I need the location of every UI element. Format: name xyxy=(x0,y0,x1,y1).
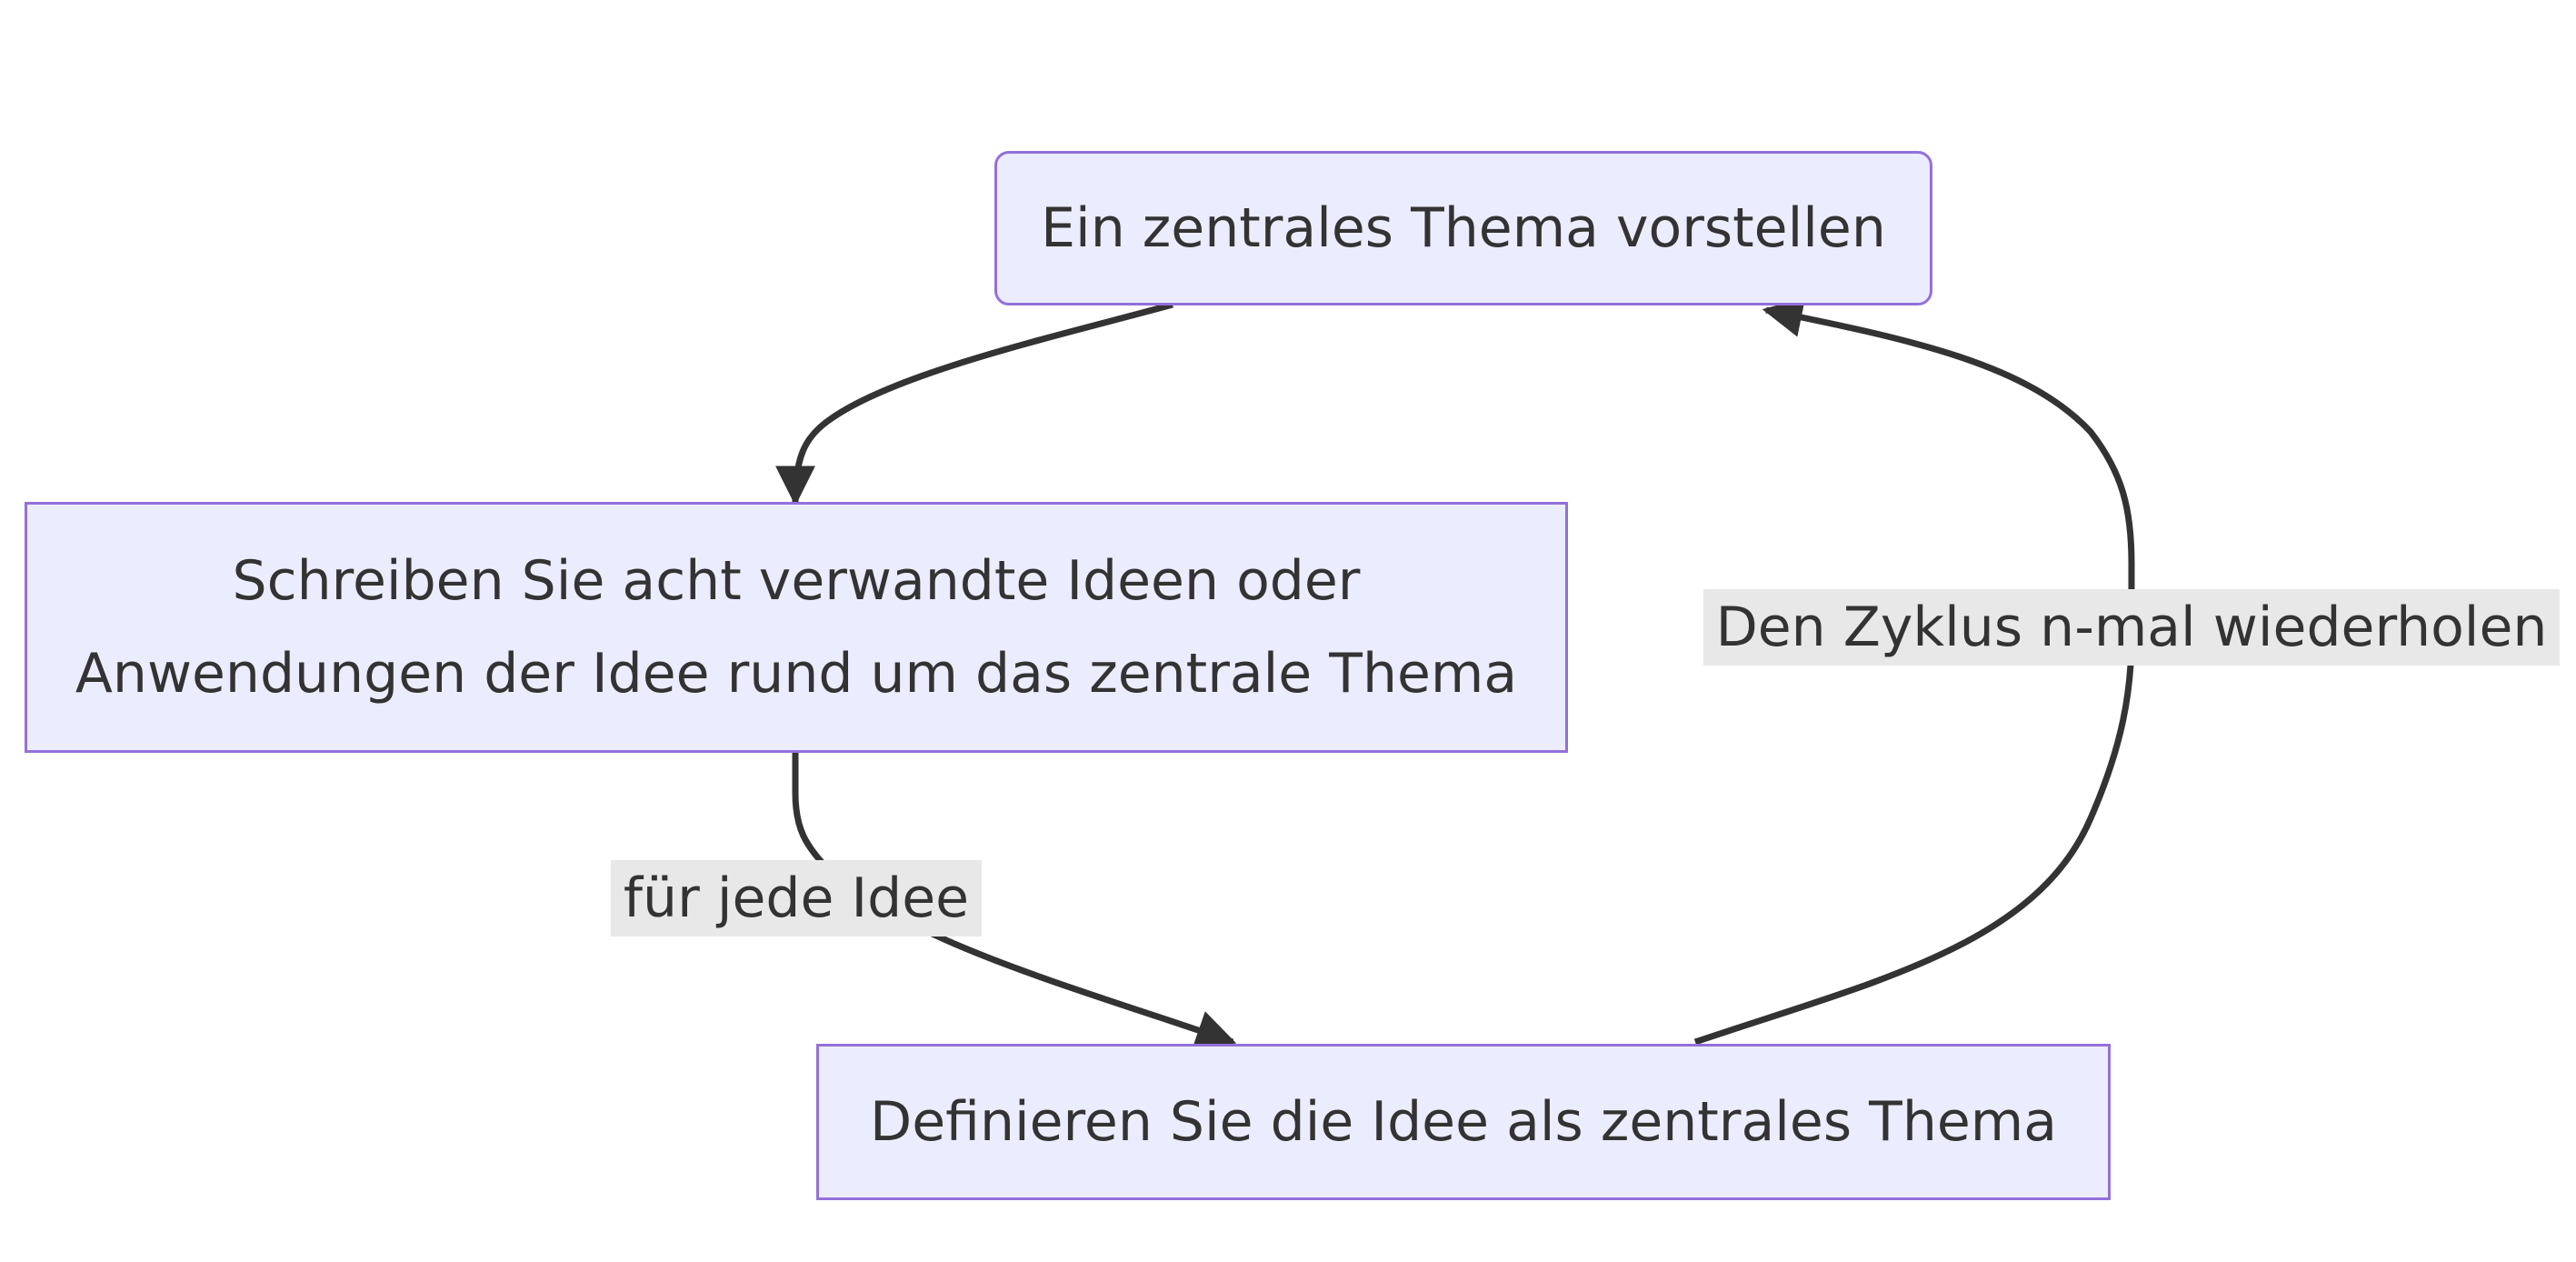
node-write-label-line-2: Anwendungen der Idee rund um das zentral… xyxy=(75,642,1518,706)
node-write[interactable]: Schreiben Sie acht verwandte Ideen oder … xyxy=(25,502,1568,753)
node-define-label: Definieren Sie die Idee als zentrales Th… xyxy=(870,1090,2057,1154)
node-intro[interactable]: Ein zentrales Thema vorstellen xyxy=(994,151,1932,305)
node-intro-label: Ein zentrales Thema vorstellen xyxy=(1041,196,1886,260)
edge-label-fuer-jede-idee: für jede Idee xyxy=(611,860,982,936)
edge-label-zyklus-wiederholen: Den Zyklus n-mal wiederholen xyxy=(1703,589,2560,666)
node-define[interactable]: Definieren Sie die Idee als zentrales Th… xyxy=(816,1044,2111,1200)
node-write-label-line-1: Schreiben Sie acht verwandte Ideen oder xyxy=(232,549,1361,613)
edge-define-to-intro xyxy=(1693,297,2135,1046)
edge-intro-to-write xyxy=(775,301,1173,506)
